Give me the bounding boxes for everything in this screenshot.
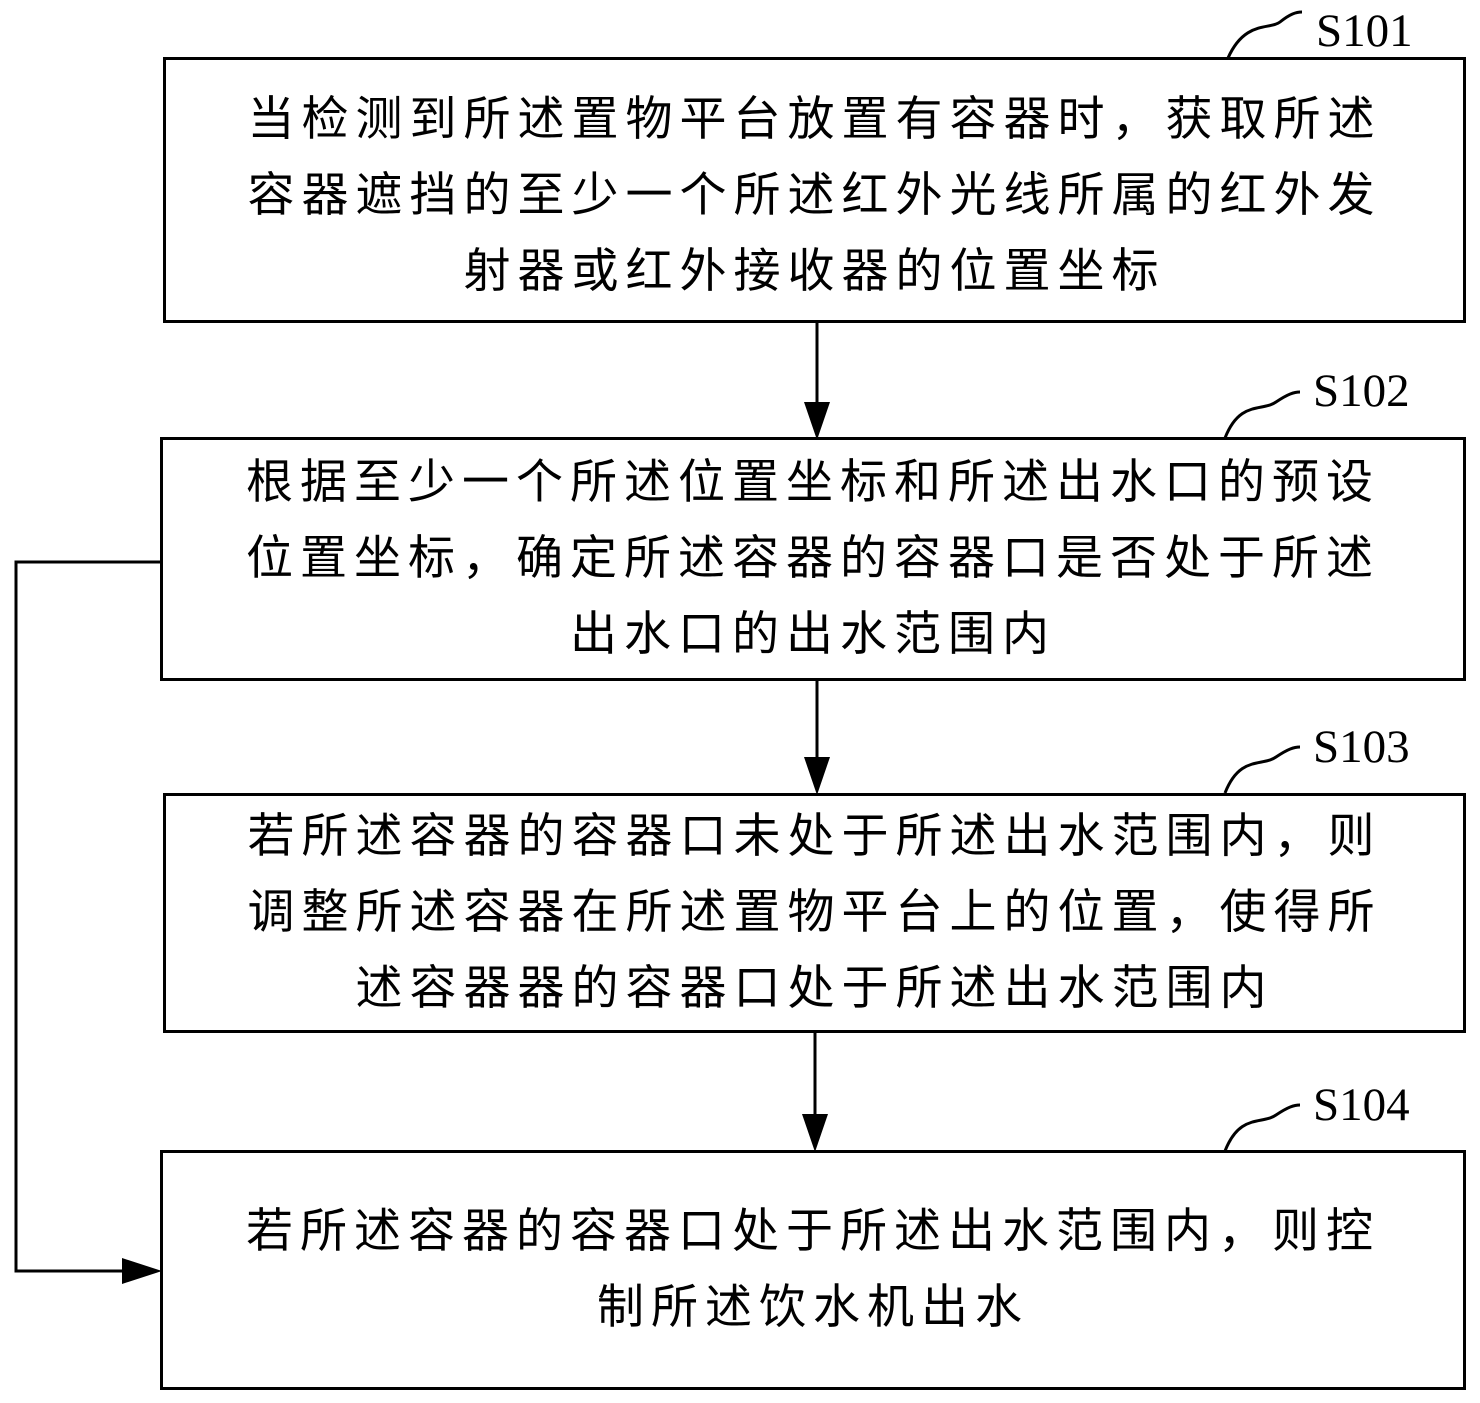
s103-line-2: 调整所述容器在所述置物平台上的位置，使得所 [247, 885, 1382, 940]
step-label-s104: S104 [1313, 1079, 1410, 1131]
s101-line-2: 容器遮挡的至少一个所述红外光线所属的红外发 [247, 168, 1382, 223]
s101-leader [1226, 10, 1303, 59]
s103-line-3: 述容器器的容器口处于所述出水范围内 [355, 961, 1274, 1016]
step-box-s102: 根据至少一个所述位置坐标和所述出水口的预设 位置坐标，确定所述容器的容器口是否处… [160, 437, 1466, 681]
s102-line-1: 根据至少一个所述位置坐标和所述出水口的预设 [246, 455, 1380, 510]
s104-line-1: 若所述容器的容器口处于所述出水范围内，则控 [246, 1204, 1380, 1259]
loop-s102-s104-head [122, 1258, 162, 1284]
s102-line-2: 位置坐标，确定所述容器的容器口是否处于所述 [246, 531, 1380, 586]
step-box-s103: 若所述容器的容器口未处于所述出水范围内，则 调整所述容器在所述置物平台上的位置，… [163, 793, 1466, 1033]
s103-line-1: 若所述容器的容器口未处于所述出水范围内，则 [247, 809, 1382, 864]
s102-leader [1223, 390, 1301, 439]
step-label-s103: S103 [1313, 721, 1410, 773]
s104-line-2: 制所述饮水机出水 [597, 1280, 1029, 1335]
s103-leader [1223, 745, 1301, 794]
s102-line-3: 出水口的出水范围内 [570, 607, 1056, 662]
step-box-s104: 若所述容器的容器口处于所述出水范围内，则控 制所述饮水机出水 [160, 1150, 1466, 1390]
s101-line-3: 射器或红外接收器的位置坐标 [463, 244, 1166, 299]
s101-line-1: 当检测到所述置物平台放置有容器时，获取所述 [247, 92, 1382, 147]
loop-s102-s104-line [14, 560, 162, 1273]
step-label-s101: S101 [1316, 5, 1413, 57]
s104-leader [1223, 1103, 1301, 1152]
step-box-s101: 当检测到所述置物平台放置有容器时，获取所述 容器遮挡的至少一个所述红外光线所属的… [163, 57, 1466, 323]
arrow-s103-s104-head [802, 1114, 828, 1152]
arrow-s102-s103-head [804, 757, 830, 795]
step-label-s102: S102 [1313, 365, 1410, 417]
arrow-s101-s102-head [804, 402, 830, 440]
